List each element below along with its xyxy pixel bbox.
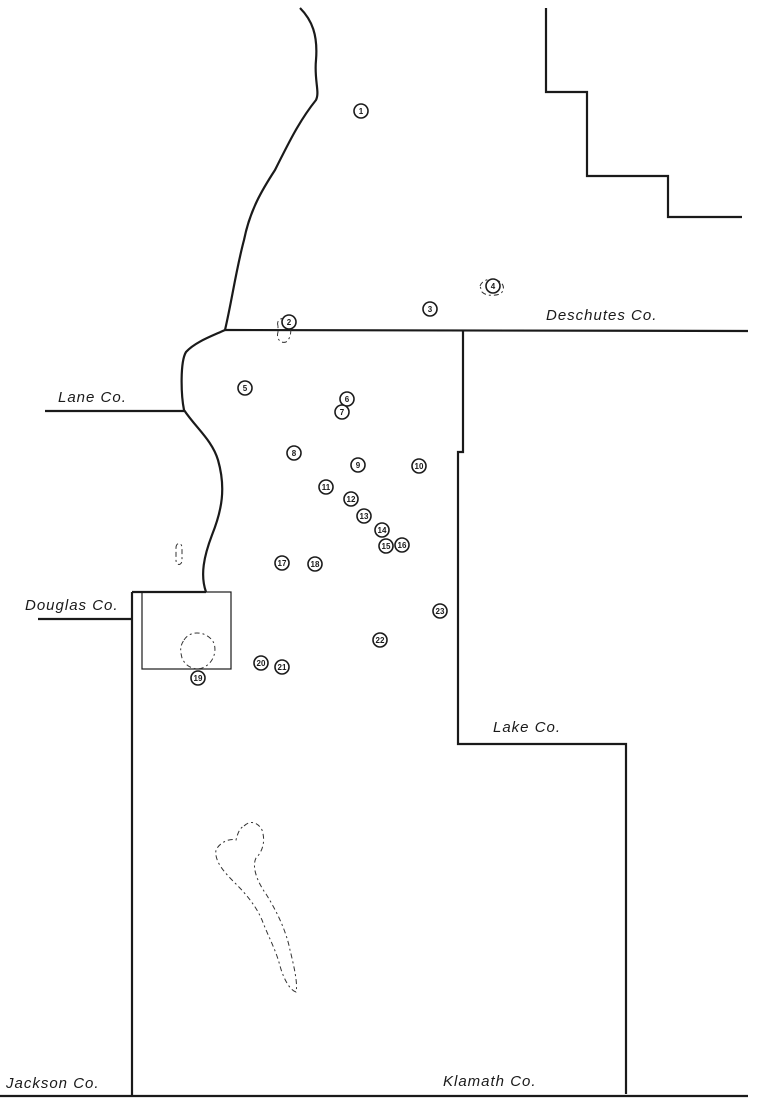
site-number: 17: [278, 559, 287, 568]
site-marker-7: 7: [334, 404, 350, 420]
site-circle: [378, 538, 394, 554]
lake-outline-large-south: [215, 822, 297, 993]
site-number: 21: [278, 663, 287, 672]
site-circle: [411, 458, 427, 474]
site-number: 11: [322, 483, 331, 492]
county-label-lake: Lake Co.: [493, 719, 561, 736]
site-marker-15: 15: [378, 538, 394, 554]
site-circle: [274, 659, 290, 675]
site-circle: [339, 391, 355, 407]
site-marker-5: 5: [237, 380, 253, 396]
site-marker-19: 19: [190, 670, 206, 686]
lake-west-boundary-line: [456, 331, 628, 1094]
inset-box: [141, 591, 232, 670]
site-circle: [190, 670, 206, 686]
site-number: 16: [398, 541, 407, 550]
site-number: 22: [376, 636, 385, 645]
site-circle: [394, 537, 410, 553]
site-marker-10: 10: [411, 458, 427, 474]
lake-outline-west: [175, 543, 183, 565]
site-marker-6: 6: [339, 391, 355, 407]
crest-boundary-line: [180, 7, 319, 593]
site-marker-13: 13: [356, 508, 372, 524]
site-marker-20: 20: [253, 655, 269, 671]
county-label-klamath: Klamath Co.: [443, 1073, 537, 1090]
site-number: 14: [378, 526, 387, 535]
site-marker-9: 9: [350, 457, 366, 473]
site-circle: [343, 491, 359, 507]
site-marker-14: 14: [374, 522, 390, 538]
site-marker-1: 1: [353, 103, 369, 119]
site-number: 6: [345, 395, 350, 404]
site-number: 3: [428, 305, 433, 314]
site-circle: [253, 655, 269, 671]
site-marker-21: 21: [274, 659, 290, 675]
site-number: 10: [415, 462, 424, 471]
site-number: 2: [287, 318, 292, 327]
site-number: 4: [491, 282, 496, 291]
site-circle: [274, 555, 290, 571]
site-circle: [422, 301, 438, 317]
site-number: 8: [292, 449, 297, 458]
site-marker-3: 3: [422, 301, 438, 317]
site-circle: [485, 278, 501, 294]
site-circle: [307, 556, 323, 572]
site-circle: [237, 380, 253, 396]
site-circle: [281, 314, 297, 330]
site-marker-23: 23: [432, 603, 448, 619]
site-circle: [353, 103, 369, 119]
site-circle: [372, 632, 388, 648]
site-number: 20: [257, 659, 266, 668]
site-number: 12: [347, 495, 356, 504]
site-number: 7: [340, 408, 345, 417]
site-marker-4: 4: [485, 278, 501, 294]
klamath-west-boundary-line: [130, 590, 206, 1096]
site-circle: [334, 404, 350, 420]
site-circle: [286, 445, 302, 461]
county-label-douglas: Douglas Co.: [25, 597, 119, 614]
site-marker-22: 22: [372, 632, 388, 648]
site-number: 5: [243, 384, 248, 393]
deschutes-boundary-line: [224, 328, 749, 333]
site-circle: [374, 522, 390, 538]
site-marker-2: 2: [281, 314, 297, 330]
site-number: 19: [194, 674, 203, 683]
site-marker-17: 17: [274, 555, 290, 571]
lake-outline-inset: [180, 632, 216, 670]
site-circle: [432, 603, 448, 619]
site-circle: [356, 508, 372, 524]
county-label-jackson: Jackson Co.: [5, 1075, 100, 1092]
county-label-deschutes: Deschutes Co.: [546, 307, 657, 324]
site-number: 23: [436, 607, 445, 616]
lake-outline-ne: [479, 278, 504, 296]
lake-outline-small-north: [277, 317, 292, 343]
site-marker-8: 8: [286, 445, 302, 461]
county-label-lane: Lane Co.: [58, 389, 127, 406]
site-marker-12: 12: [343, 491, 359, 507]
ne-stepped-boundary-line: [544, 8, 742, 219]
site-marker-18: 18: [307, 556, 323, 572]
site-number: 13: [360, 512, 369, 521]
site-number: 15: [382, 542, 391, 551]
site-number: 9: [356, 461, 361, 470]
site-circle: [350, 457, 366, 473]
site-circle: [318, 479, 334, 495]
site-number: 1: [359, 107, 364, 116]
site-marker-16: 16: [394, 537, 410, 553]
site-marker-11: 11: [318, 479, 334, 495]
site-number: 18: [311, 560, 320, 569]
